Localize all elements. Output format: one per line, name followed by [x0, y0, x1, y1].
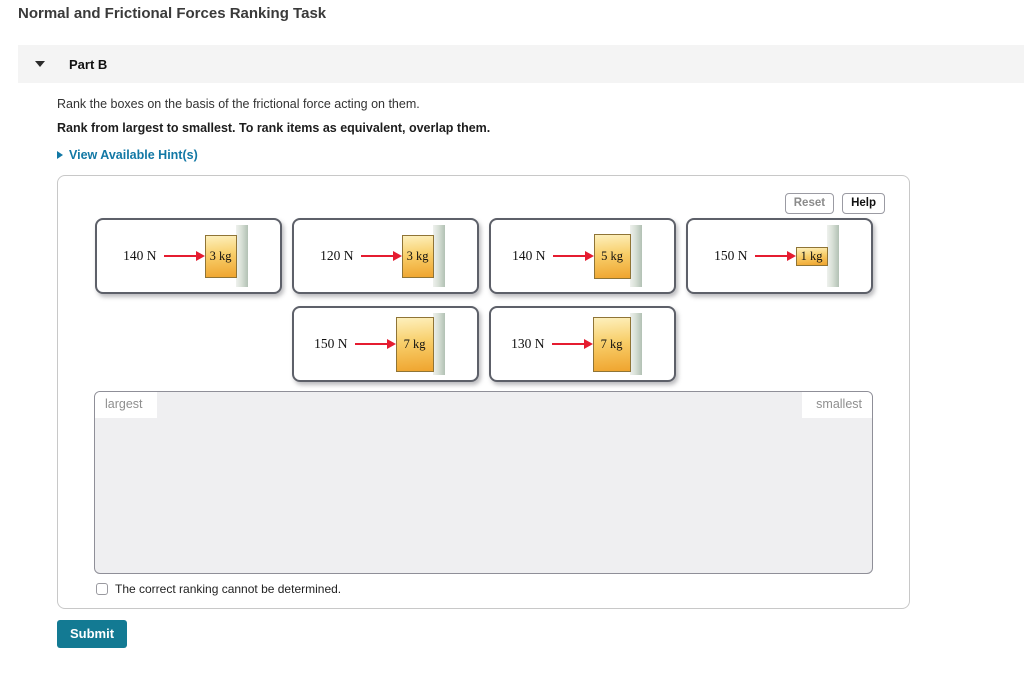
- force-arrow-icon: [552, 251, 594, 261]
- mass-box: 3 kg: [204, 234, 237, 278]
- cards-row-2: 150 N 7 kg 130 N 7 kg: [58, 306, 909, 382]
- largest-label: largest: [95, 392, 157, 418]
- force-value-label: 130 N: [511, 336, 545, 351]
- force-diagram-card[interactable]: 140 N 5 kg: [488, 218, 676, 294]
- instruction-prompt: Rank the boxes on the basis of the frict…: [57, 97, 420, 111]
- force-arrow-icon: [360, 251, 402, 261]
- ranking-rule-text: Rank from largest to smallest. To rank i…: [57, 121, 491, 135]
- force-diagram-card[interactable]: 140 N 3 kg: [94, 218, 282, 294]
- view-hints-link[interactable]: View Available Hint(s): [57, 148, 198, 162]
- mass-box: 5 kg: [593, 233, 631, 279]
- submit-button[interactable]: Submit: [57, 620, 128, 648]
- hint-link-label: View Available Hint(s): [69, 148, 198, 162]
- force-diagram-card[interactable]: 130 N 7 kg: [488, 306, 676, 382]
- cards-row-1: 140 N 3 kg 120 N 3 kg 140 N 5 kg 150 N 1…: [58, 218, 909, 294]
- wall: [235, 225, 248, 287]
- wall: [629, 313, 642, 375]
- force-value-label: 140 N: [123, 248, 157, 263]
- part-header-bar[interactable]: Part B: [18, 45, 1024, 83]
- reset-button[interactable]: Reset: [784, 193, 835, 214]
- force-value-label: 150 N: [714, 248, 748, 263]
- page-title: Normal and Frictional Forces Ranking Tas…: [18, 5, 327, 22]
- wall: [629, 225, 642, 287]
- mass-box: 1 kg: [795, 246, 828, 266]
- ranking-drop-area[interactable]: largest smallest: [94, 391, 873, 574]
- force-arrow-icon: [163, 251, 205, 261]
- cannot-determine-checkbox[interactable]: [96, 583, 108, 595]
- force-value-label: 150 N: [314, 336, 348, 351]
- force-arrow-icon: [354, 339, 396, 349]
- force-diagram-card[interactable]: 120 N 3 kg: [291, 218, 479, 294]
- smallest-label: smallest: [802, 392, 872, 418]
- hint-triangle-icon: [57, 151, 63, 159]
- cannot-determine-row: The correct ranking cannot be determined…: [96, 582, 341, 596]
- part-label: Part B: [69, 56, 108, 72]
- mass-box: 7 kg: [592, 316, 631, 372]
- wall: [432, 225, 445, 287]
- force-value-label: 140 N: [512, 248, 546, 263]
- cannot-determine-label: The correct ranking cannot be determined…: [115, 582, 342, 596]
- mass-box: 7 kg: [395, 316, 434, 372]
- mass-box: 3 kg: [401, 234, 434, 278]
- wall: [432, 313, 445, 375]
- wall: [826, 225, 839, 287]
- help-button[interactable]: Help: [842, 193, 885, 214]
- force-arrow-icon: [754, 251, 796, 261]
- force-diagram-card[interactable]: 150 N 7 kg: [291, 306, 479, 382]
- collapse-triangle-icon[interactable]: [35, 61, 45, 67]
- panel-toolbar: Reset Help: [784, 193, 885, 214]
- ranking-task-panel: Reset Help 140 N 3 kg 120 N 3 kg 140 N 5…: [57, 175, 910, 609]
- force-arrow-icon: [551, 339, 593, 349]
- force-diagram-card[interactable]: 150 N 1 kg: [685, 218, 873, 294]
- force-value-label: 120 N: [320, 248, 354, 263]
- cards-container: 140 N 3 kg 120 N 3 kg 140 N 5 kg 150 N 1…: [58, 218, 909, 394]
